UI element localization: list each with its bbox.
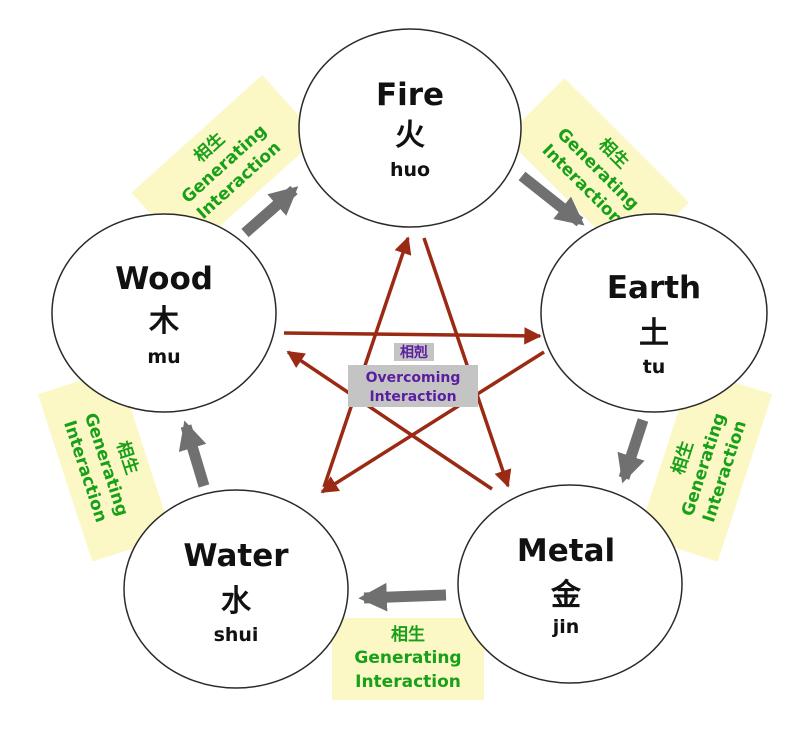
overcoming-arrow-metal-to-wood xyxy=(286,350,493,491)
element-water: Water 水 shui xyxy=(183,538,289,646)
element-earth: Earth 土 tu xyxy=(607,270,701,378)
element-name: Earth xyxy=(607,270,701,306)
overcoming-label: 相剋 Overcoming Interaction xyxy=(348,343,478,407)
element-pinyin: huo xyxy=(390,159,430,181)
element-chinese: 水 xyxy=(221,584,252,619)
overcoming-arrow-fire-to-metal xyxy=(422,237,512,488)
element-name: Water xyxy=(183,538,289,574)
overcoming-arrow-water-to-fire xyxy=(322,236,412,488)
generating-arrow-wood-to-fire xyxy=(241,185,299,238)
generating-label-earth-metal: 相生 Generating Interaction xyxy=(637,368,773,562)
element-name: Metal xyxy=(517,533,615,569)
element-chinese: 土 xyxy=(639,316,669,351)
overcoming-line1: Overcoming xyxy=(366,370,461,386)
circle-metal xyxy=(457,484,683,684)
element-pinyin: jin xyxy=(552,616,580,638)
circle-fire xyxy=(298,28,522,228)
generating-label-water-wood: 相生 Generating Interaction xyxy=(37,368,173,562)
element-wood: Wood 木 mu xyxy=(115,261,213,368)
element-chinese: 金 xyxy=(550,578,582,613)
element-pinyin: shui xyxy=(214,624,259,646)
overcoming-line2: Interaction xyxy=(369,389,456,405)
generating-label-wood-fire: 相生 Generating Interaction xyxy=(131,74,319,256)
element-name: Wood xyxy=(115,261,213,297)
circle-wood xyxy=(51,213,277,413)
element-chinese: 木 xyxy=(148,304,179,339)
element-fire: Fire 火 huo xyxy=(376,77,444,181)
generating-chinese: 相生 xyxy=(391,624,425,645)
overcoming-arrow-wood-to-earth xyxy=(283,327,542,345)
circle-water xyxy=(123,489,349,689)
element-metal: Metal 金 jin xyxy=(517,533,615,638)
circle-earth xyxy=(540,213,768,413)
element-name: Fire xyxy=(376,77,444,113)
generating-arrow-fire-to-earth xyxy=(518,171,585,227)
generating-line2: Interaction xyxy=(355,672,461,692)
element-pinyin: mu xyxy=(147,346,180,368)
element-pinyin: tu xyxy=(643,356,666,378)
generating-arrow-earth-to-metal xyxy=(617,418,649,484)
generating-label-metal-water: 相生 Generating Interaction xyxy=(332,618,484,700)
generating-arrow-water-to-wood xyxy=(178,420,210,488)
element-chinese: 火 xyxy=(395,118,425,153)
overcoming-arrow-earth-to-water xyxy=(320,350,545,494)
generating-arrow-metal-to-water xyxy=(358,582,447,612)
overcoming-chinese: 相剋 xyxy=(400,344,428,361)
generating-line1: Generating xyxy=(354,648,461,668)
